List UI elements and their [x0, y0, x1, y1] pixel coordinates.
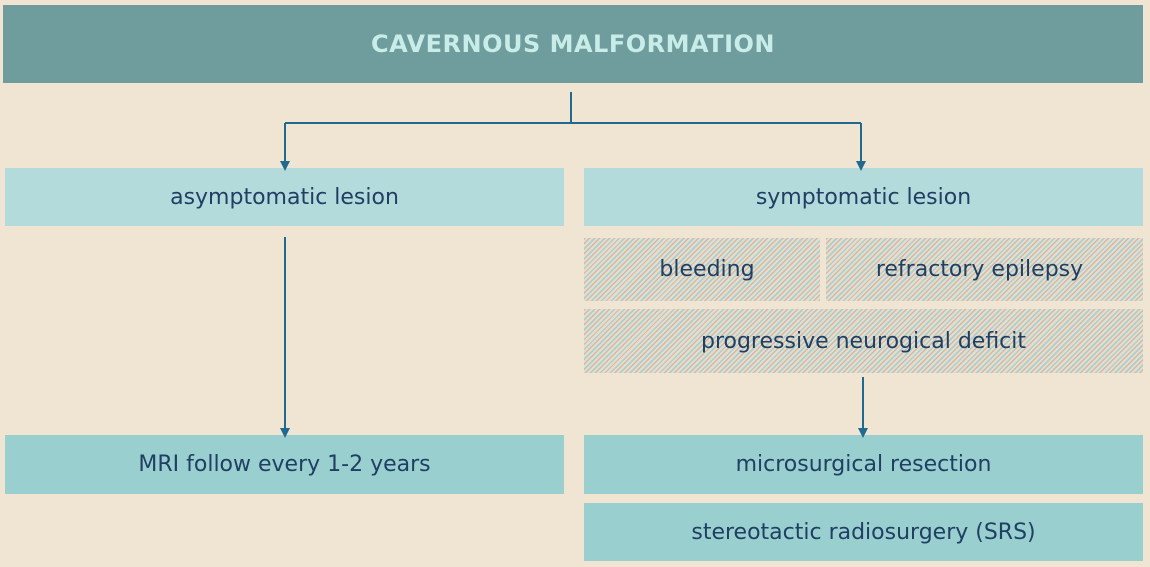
progressive-deficit-box: progressive neurogical deficit [584, 309, 1143, 373]
radiosurgery-box: stereotactic radiosurgery (SRS) [584, 503, 1143, 561]
diagram-title: CAVERNOUS MALFORMATION [3, 5, 1143, 83]
bleeding-box: bleeding [584, 238, 820, 301]
symptomatic-lesion-box: symptomatic lesion [584, 168, 1143, 226]
asymptomatic-lesion-box: asymptomatic lesion [5, 168, 564, 226]
refractory-epilepsy-box: refractory epilepsy [826, 238, 1143, 301]
microsurgical-resection-box: microsurgical resection [584, 435, 1143, 494]
mri-follow-up-box: MRI follow every 1-2 years [5, 435, 564, 494]
